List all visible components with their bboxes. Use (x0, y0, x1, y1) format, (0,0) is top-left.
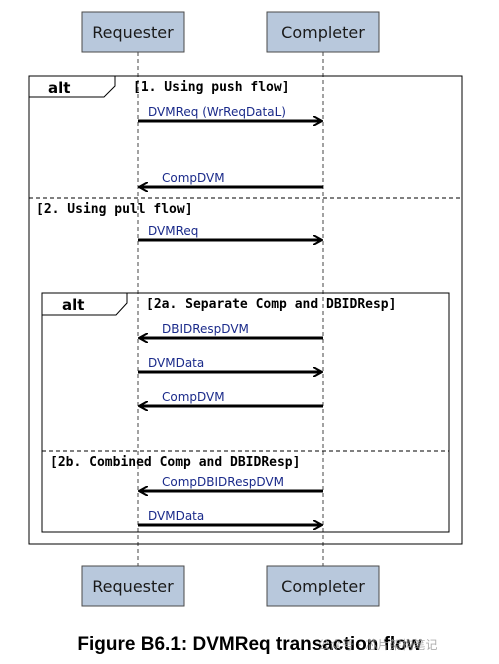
completer-label-bottom: Completer (281, 577, 365, 596)
message-5-label: DVMData (148, 356, 204, 370)
message-8-label: DVMData (148, 509, 204, 523)
guard-pull-flow: [2. Using pull flow] (36, 202, 193, 217)
guard-push-flow: [1. Using push flow] (133, 80, 290, 95)
message-7: CompDBIDRespDVM (140, 475, 323, 491)
message-3: DVMReq (138, 224, 321, 240)
figure-caption: Figure B6.1: DVMReq transaction flow (77, 634, 422, 655)
outer-alt-frame (28, 75, 463, 545)
requester-label: Requester (92, 23, 174, 42)
guard-separate-comp: [2a. Separate Comp and DBIDResp] (146, 297, 396, 312)
requester-box-top: Requester (81, 11, 185, 53)
message-4-label: DBIDRespDVM (162, 322, 249, 336)
requester-label-bottom: Requester (92, 577, 174, 596)
outer-alt-keyword: alt (48, 79, 70, 97)
message-6: CompDVM (140, 390, 323, 406)
completer-label: Completer (281, 23, 365, 42)
message-2-label: CompDVM (162, 171, 225, 185)
message-3-label: DVMReq (148, 224, 198, 238)
requester-box-bottom: Requester (81, 565, 185, 607)
watermark: 公众号 · 芯片架构笔记 (318, 638, 438, 652)
message-5: DVMData (138, 356, 321, 372)
sequence-diagram: Requester Completer alt [1. Using push f… (28, 11, 463, 607)
message-8: DVMData (138, 509, 321, 525)
message-1-label: DVMReq (WrReqDataL) (148, 105, 286, 119)
message-2: CompDVM (140, 171, 323, 187)
guard-combined-comp: [2b. Combined Comp and DBIDResp] (50, 455, 300, 470)
inner-alt-frame (41, 292, 450, 533)
message-7-label: CompDBIDRespDVM (162, 475, 284, 489)
outer-alt-tab (28, 75, 116, 98)
message-4: DBIDRespDVM (140, 322, 323, 338)
message-1: DVMReq (WrReqDataL) (138, 105, 321, 121)
inner-alt-keyword: alt (62, 296, 84, 314)
completer-box-top: Completer (266, 11, 380, 53)
message-6-label: CompDVM (162, 390, 225, 404)
inner-alt-tab (41, 292, 128, 316)
completer-box-bottom: Completer (266, 565, 380, 607)
